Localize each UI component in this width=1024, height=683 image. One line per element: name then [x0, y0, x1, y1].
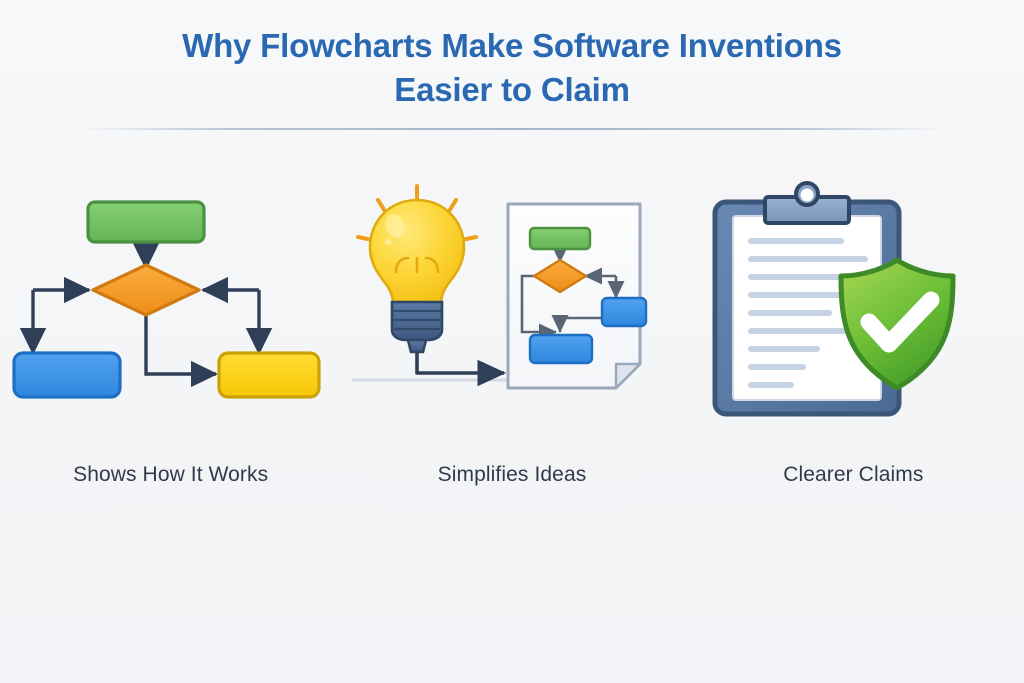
title-line-2: Easier to Claim: [394, 71, 630, 108]
mini-process-bottom: [528, 333, 594, 365]
idea-connector-wire: [415, 352, 507, 387]
caption-simplifies-ideas: Simplifies Ideas: [437, 463, 587, 486]
check-icon: [860, 291, 940, 353]
flowchart-connectors: [19, 240, 272, 388]
paper-text-lines: [748, 238, 871, 388]
mini-decision-node: [532, 258, 588, 294]
clipboard-clip-icon: [763, 181, 852, 225]
process-node-left: [12, 351, 122, 399]
clipboard-shield-icon: [693, 180, 1013, 430]
process-node-right: [217, 351, 321, 399]
column-clearer-claims: Clearer Claims: [683, 180, 1024, 510]
flowchart-icon: [11, 180, 331, 430]
header-divider: [78, 128, 946, 130]
page-title: Why Flowcharts Make Software Inventions …: [0, 24, 1024, 112]
shield-icon: [838, 257, 956, 391]
start-node: [86, 200, 206, 244]
lightbulb-glass-icon: [368, 198, 466, 305]
mini-process-right: [600, 296, 648, 328]
mini-start-node: [528, 226, 592, 251]
caption-clearer-claims: Clearer Claims: [783, 463, 924, 486]
feature-columns: Shows How It Works: [0, 180, 1024, 510]
column-shows-how-it-works: Shows How It Works: [0, 180, 341, 510]
lightbulb-base-icon: [390, 300, 444, 354]
decision-node: [91, 263, 201, 317]
lightbulb-document-icon: [351, 180, 672, 430]
mini-flowchart-connectors: [520, 244, 625, 341]
caption-shows-how-it-works: Shows How It Works: [73, 463, 269, 486]
column-simplifies-ideas: Simplifies Ideas: [341, 180, 682, 510]
title-line-1: Why Flowcharts Make Software Inventions: [182, 27, 842, 64]
